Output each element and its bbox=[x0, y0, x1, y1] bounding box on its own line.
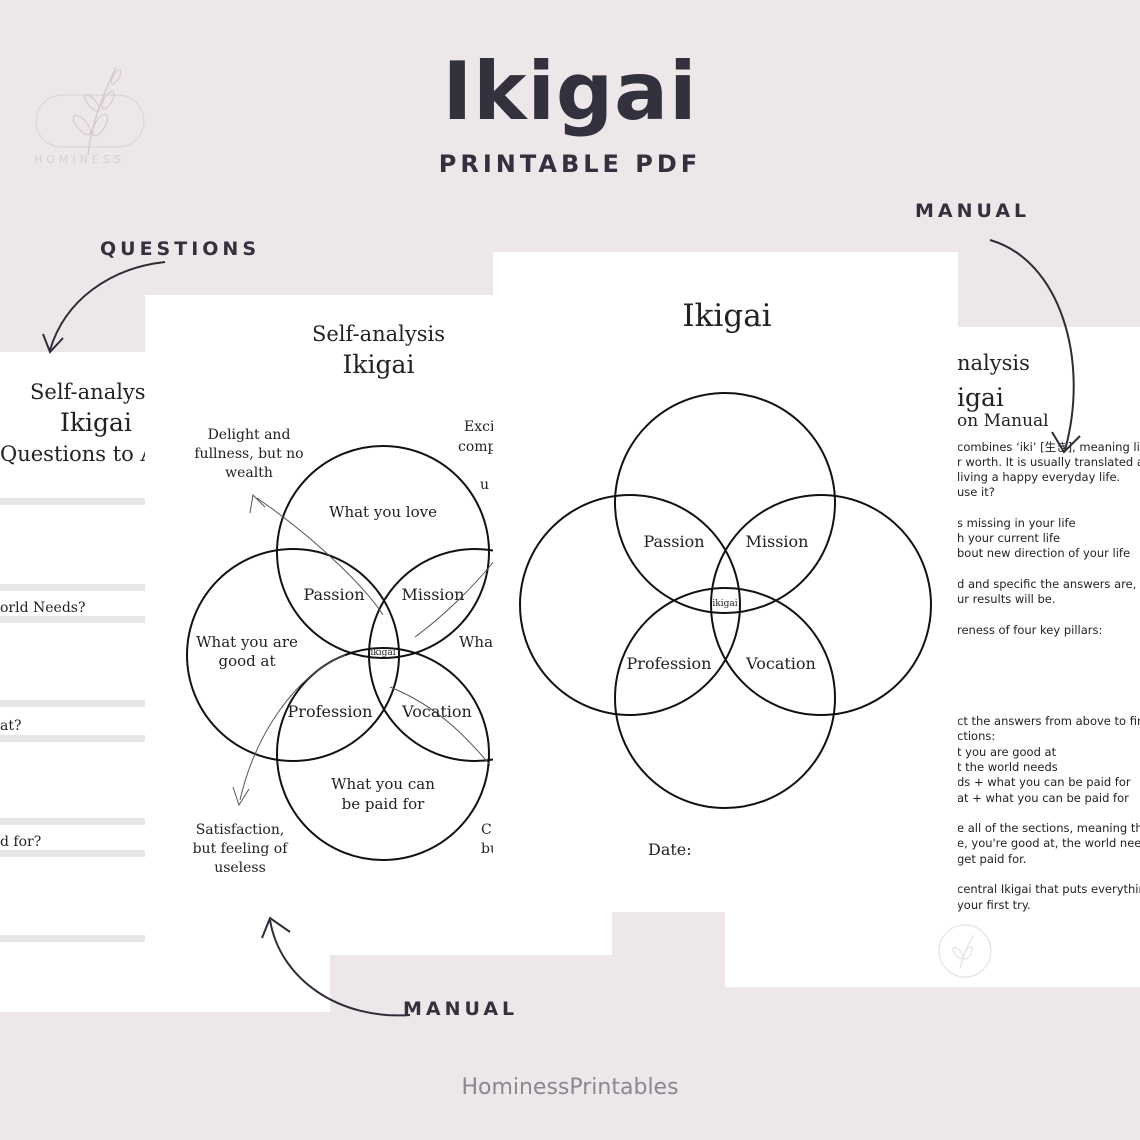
circle-left bbox=[519, 494, 741, 716]
note-top-left-2: fullness, but no bbox=[194, 446, 303, 462]
questions-title-3: Questions to An bbox=[0, 442, 170, 466]
arrow-line bbox=[414, 559, 496, 638]
ikigai-blank-page: Ikigai Passion Mission Profession Vocati… bbox=[493, 252, 958, 912]
manual-line: at + what you can be paid for bbox=[957, 791, 1129, 805]
arrow-head-icon bbox=[232, 786, 250, 807]
label-profession: Profession bbox=[288, 702, 373, 721]
questions-title-1: Self-analysis bbox=[30, 380, 164, 404]
manual-line: combines ‘iki’ [生き], meaning life bbox=[957, 440, 1140, 454]
question-paid-for: d for? bbox=[0, 834, 42, 850]
manual-line: ctions: bbox=[957, 729, 996, 743]
self-title-1: Self-analysis bbox=[311, 322, 446, 346]
label-what-you-are-good-at-2: good at bbox=[218, 652, 275, 670]
circle-paid-for bbox=[276, 647, 490, 861]
footer-brand: HominessPrintables bbox=[461, 1075, 679, 1100]
date-label: Date: bbox=[648, 840, 692, 859]
manual-line: use it? bbox=[957, 485, 995, 499]
manual-line: bout new direction of your life bbox=[957, 546, 1131, 560]
question-world-needs: orld Needs? bbox=[0, 600, 86, 616]
label-profession: Profession bbox=[627, 654, 712, 673]
circle-top bbox=[614, 392, 836, 614]
question-good-at: at? bbox=[0, 718, 22, 734]
arrow-head-icon bbox=[42, 333, 64, 354]
circle-right bbox=[710, 494, 932, 716]
leaf-branch-icon bbox=[35, 66, 145, 156]
label-world-needs: What bbox=[459, 633, 499, 651]
arrow-line bbox=[256, 497, 384, 616]
manual-line: s missing in your life bbox=[957, 516, 1076, 530]
label-passion: Passion bbox=[643, 532, 704, 551]
note-top-right-1: Exci bbox=[464, 419, 495, 435]
note-top-right-3: u bbox=[480, 477, 489, 493]
note-bottom-left-1: Satisfaction, bbox=[196, 822, 285, 838]
label-passion: Passion bbox=[303, 585, 364, 604]
page-subtitle: PRINTABLE PDF bbox=[438, 150, 702, 178]
manual-line: t the world needs bbox=[957, 760, 1058, 774]
note-bottom-left-2: but feeling of bbox=[193, 841, 290, 857]
ikigai-venn-diagram: Ikigai Passion Mission Profession Vocati… bbox=[519, 298, 932, 859]
manual-title-2: igai bbox=[957, 383, 1004, 412]
arrow-line bbox=[239, 654, 346, 801]
manual-line: e all of the sections, meaning that bbox=[957, 821, 1140, 835]
label-vocation: Vocation bbox=[745, 654, 816, 673]
arrow-head-icon bbox=[249, 493, 266, 514]
manual-title-3: on Manual bbox=[957, 411, 1049, 431]
arrow-line bbox=[389, 686, 491, 766]
self-venn-diagram: What you love What you are good at What … bbox=[186, 419, 582, 876]
callout-manual-top: MANUAL bbox=[915, 200, 1031, 222]
label-ikigai-center: ikigai bbox=[370, 648, 395, 658]
manual-line: e, you're good at, the world needs bbox=[957, 836, 1140, 850]
circle-love bbox=[276, 445, 490, 659]
manual-line: t you are good at bbox=[957, 745, 1057, 759]
manual-line: reness of four key pillars: bbox=[957, 623, 1103, 637]
seal-logo-icon bbox=[938, 924, 992, 978]
blank-title: Ikigai bbox=[682, 298, 771, 334]
label-paid-for-2: be paid for bbox=[342, 795, 426, 813]
label-ikigai-center: ikigai bbox=[712, 599, 737, 609]
manual-line: central Ikigai that puts everything bbox=[957, 882, 1140, 896]
note-bottom-left-3: useless bbox=[214, 860, 266, 876]
brand-logo-text: HOMINESS bbox=[34, 153, 125, 166]
label-mission: Mission bbox=[746, 532, 809, 551]
note-top-left-1: Delight and bbox=[208, 427, 291, 443]
note-top-right-2: comp bbox=[458, 439, 497, 455]
manual-line: h your current life bbox=[957, 531, 1061, 545]
callout-manual-bottom: MANUAL bbox=[403, 998, 519, 1020]
note-bottom-right-1: C bbox=[481, 822, 492, 838]
self-title-2: Ikigai bbox=[342, 350, 415, 379]
manual-title-1: nalysis bbox=[957, 351, 1030, 375]
manual-line: living a happy everyday life. bbox=[957, 470, 1121, 484]
label-mission: Mission bbox=[402, 585, 465, 604]
label-what-you-are-good-at-1: What you are bbox=[196, 633, 298, 651]
manual-line: ur results will be. bbox=[957, 592, 1056, 606]
label-what-you-love: What you love bbox=[329, 503, 437, 521]
manual-line: your first try. bbox=[957, 898, 1031, 912]
circle-good-at bbox=[186, 548, 400, 762]
note-top-left-3: wealth bbox=[225, 465, 273, 481]
manual-line: d and specific the answers are, the bbox=[957, 577, 1140, 591]
callout-questions: QUESTIONS bbox=[100, 238, 261, 260]
circle-bottom bbox=[614, 587, 836, 809]
label-vocation: Vocation bbox=[401, 702, 472, 721]
manual-line: ds + what you can be paid for bbox=[957, 775, 1131, 789]
manual-line: get paid for. bbox=[957, 852, 1027, 866]
manual-line: r worth. It is usually translated as bbox=[957, 455, 1140, 469]
page-title: Ikigai bbox=[442, 45, 698, 138]
questions-title-2: Ikigai bbox=[60, 408, 132, 437]
label-paid-for-1: What you can bbox=[331, 775, 435, 793]
brand-logo: HOMINESS bbox=[30, 55, 150, 170]
manual-line: ct the answers from above to find bbox=[957, 714, 1140, 728]
